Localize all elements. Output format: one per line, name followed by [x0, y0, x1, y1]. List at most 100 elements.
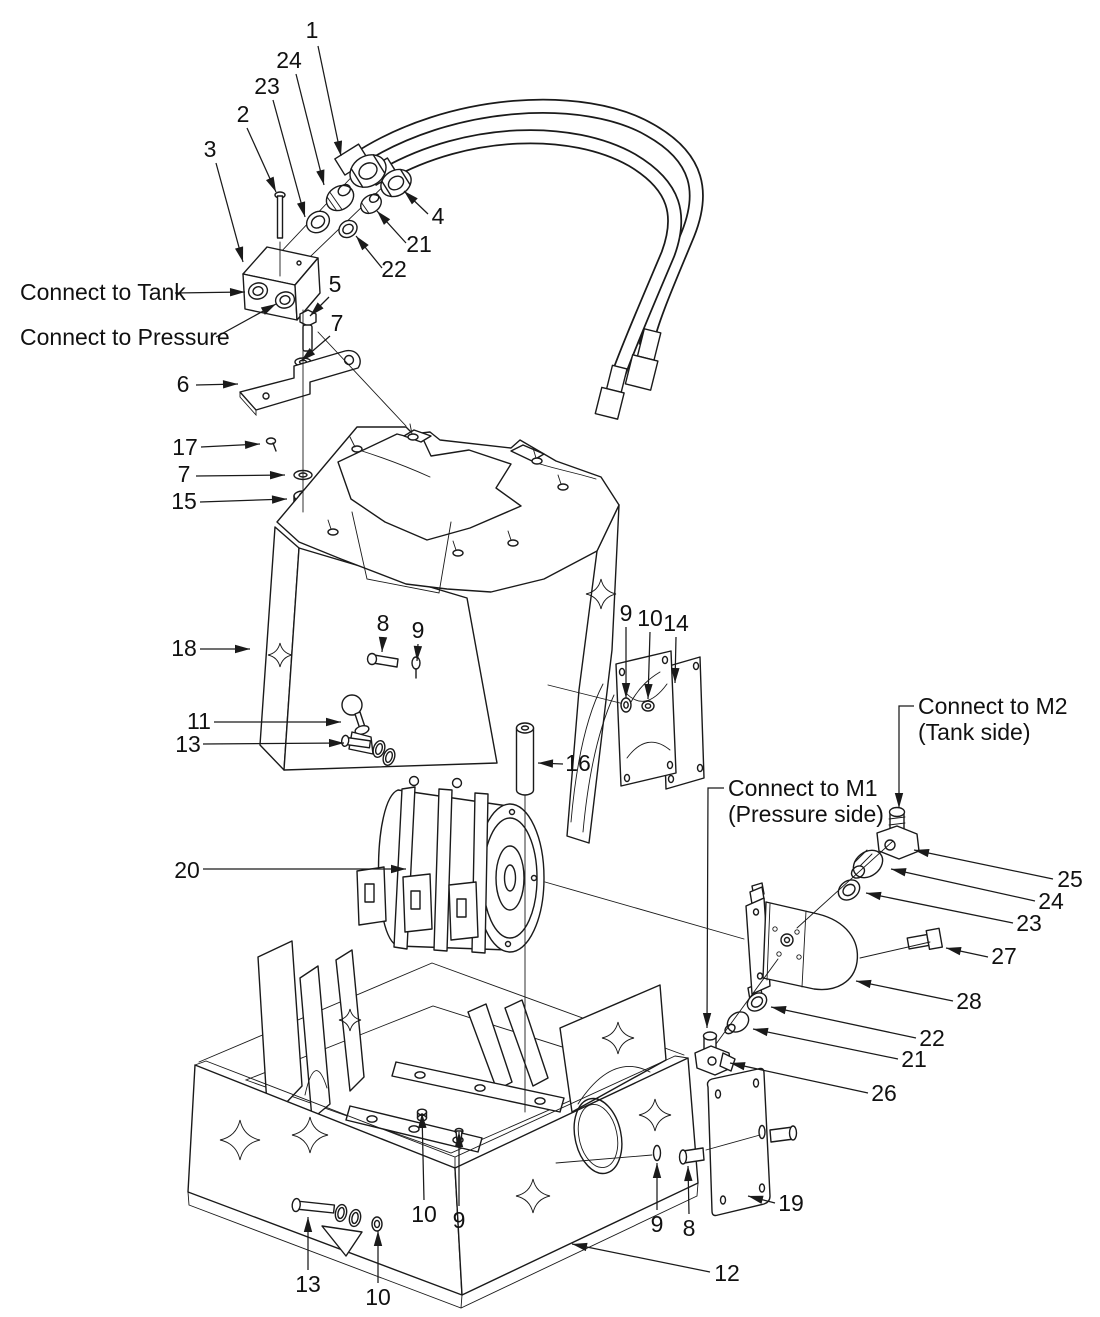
callout-c23a-label: 23 — [254, 73, 280, 99]
drain-valve — [340, 694, 396, 766]
callout-c10a-arrowhead — [644, 683, 653, 699]
adapter-plates — [547, 650, 705, 790]
electric-motor — [356, 775, 545, 954]
callout-c25-leader — [913, 849, 1054, 880]
gasket-nut-10 — [641, 700, 655, 712]
callout-m2-arrowhead — [894, 793, 904, 808]
callout-c24a-label: 24 — [276, 47, 302, 73]
gasket-washer-9 — [620, 697, 632, 713]
callout-c9a-label: 9 — [412, 617, 425, 643]
adapter-gasket — [615, 650, 677, 787]
ball-handle-11 — [341, 694, 363, 716]
callout-c8a-arrowhead — [378, 636, 388, 652]
callout-c8b-label: 8 — [683, 1215, 696, 1241]
callout-c3-label: 3 — [204, 136, 217, 162]
hose-hex-fitting-4 — [380, 168, 412, 198]
hydraulic-hoses — [334, 98, 704, 420]
callout-m1-label: Connect to M1 — [728, 775, 878, 801]
callout-c23b-label: 23 — [1016, 910, 1042, 936]
callout-c16-label: 16 — [565, 750, 591, 776]
o-ring-23 — [837, 879, 861, 901]
callout-c16-arrowhead — [538, 759, 554, 768]
callout-c25-arrowhead — [914, 848, 930, 858]
callout-c9c-arrowhead — [652, 1163, 662, 1178]
star-cutout — [291, 1116, 329, 1154]
callout-c12-leader — [571, 1243, 711, 1273]
eye-bolt — [451, 777, 463, 789]
callout-pressure-arrowhead — [260, 304, 276, 315]
callout-c24b-label: 24 — [1038, 888, 1064, 914]
callout-c22b-leader — [770, 1006, 917, 1039]
bolt-5 — [299, 309, 317, 352]
callout-c20-label: 20 — [174, 857, 200, 883]
callout-m1-label-line2: (Pressure side) — [728, 801, 884, 827]
callout-c2-arrowhead — [265, 176, 276, 192]
callout-m2-label: Connect to M2 — [918, 693, 1068, 719]
star-cutout — [515, 1178, 551, 1214]
flange-bolt-8 — [769, 1125, 798, 1143]
cover-screws — [366, 652, 421, 679]
callout-c6-label: 6 — [177, 371, 190, 397]
hose-end-fitting — [624, 328, 662, 391]
plug-fitting-21 — [360, 193, 382, 215]
hose-end-fitting — [594, 364, 628, 420]
callout-c10c-label: 10 — [411, 1201, 437, 1227]
callout-c17-arrowhead — [244, 440, 260, 449]
callout-c23b-leader — [865, 892, 1014, 924]
callout-c9d-arrowhead — [454, 1132, 464, 1147]
callout-c18-arrowhead — [235, 644, 250, 654]
manifold-block — [242, 246, 321, 321]
callout-c27-label: 27 — [991, 943, 1017, 969]
callout-c1-arrowhead — [333, 140, 343, 156]
callout-c9a-arrowhead — [413, 645, 423, 661]
o-ring-22 — [338, 219, 358, 239]
washer-10-mid — [416, 1108, 428, 1122]
callout-pressure-label: Connect to Pressure — [20, 324, 230, 350]
callout-c6-arrowhead — [222, 380, 238, 389]
clevis-pin-16 — [515, 722, 535, 796]
pump-gasket-19 — [652, 1067, 798, 1217]
callout-c21a-arrowhead — [377, 211, 391, 225]
bolt-8-top — [366, 652, 399, 668]
pump-body — [762, 901, 859, 991]
pressure-port — [274, 291, 296, 309]
o-ring-22 — [746, 992, 768, 1012]
callout-c15-arrowhead — [271, 495, 287, 504]
callout-c13a-label: 13 — [175, 731, 201, 757]
o-ring-23 — [305, 210, 331, 234]
anchor-plate — [321, 1225, 363, 1257]
motor-foot — [448, 881, 479, 941]
callout-c11-arrowhead — [326, 717, 341, 727]
callout-c1-label: 1 — [306, 17, 319, 43]
screw-17 — [265, 437, 277, 452]
callout-c24a-arrowhead — [316, 169, 325, 185]
callout-c10b-arrowhead — [373, 1231, 383, 1246]
callout-c5-label: 5 — [329, 271, 342, 297]
callout-c15-label: 15 — [171, 488, 197, 514]
callout-c19-label: 19 — [778, 1190, 804, 1216]
callout-m2-label-line2: (Tank side) — [918, 719, 1030, 745]
pump-mount-hole — [573, 1097, 623, 1175]
pump-fittings — [694, 806, 944, 1076]
callout-c22b-arrowhead — [771, 1006, 787, 1015]
callout-c28-label: 28 — [956, 988, 982, 1014]
callout-c3-leader — [215, 162, 244, 263]
callout-c4-label: 4 — [432, 203, 445, 229]
elbow-fitting-25 — [876, 806, 920, 860]
callout-c22a-label: 22 — [381, 256, 407, 282]
callout-c21b-leader — [752, 1028, 899, 1060]
callout-c7a-arrowhead — [301, 348, 316, 361]
floor-strap — [391, 1061, 565, 1113]
star-cutout — [267, 642, 293, 668]
eye-bolt — [408, 775, 420, 787]
callout-c12-arrowhead — [572, 1242, 588, 1252]
callout-c13a-leader — [202, 742, 345, 745]
callout-c24b-leader — [890, 868, 1036, 902]
callout-c26-leader — [729, 1062, 869, 1094]
cover-assembly — [259, 423, 620, 844]
flange-washer-9 — [758, 1124, 766, 1140]
upper-fittings — [261, 154, 412, 279]
callout-c9d-label: 9 — [453, 1207, 466, 1233]
motor-strap — [433, 788, 453, 952]
